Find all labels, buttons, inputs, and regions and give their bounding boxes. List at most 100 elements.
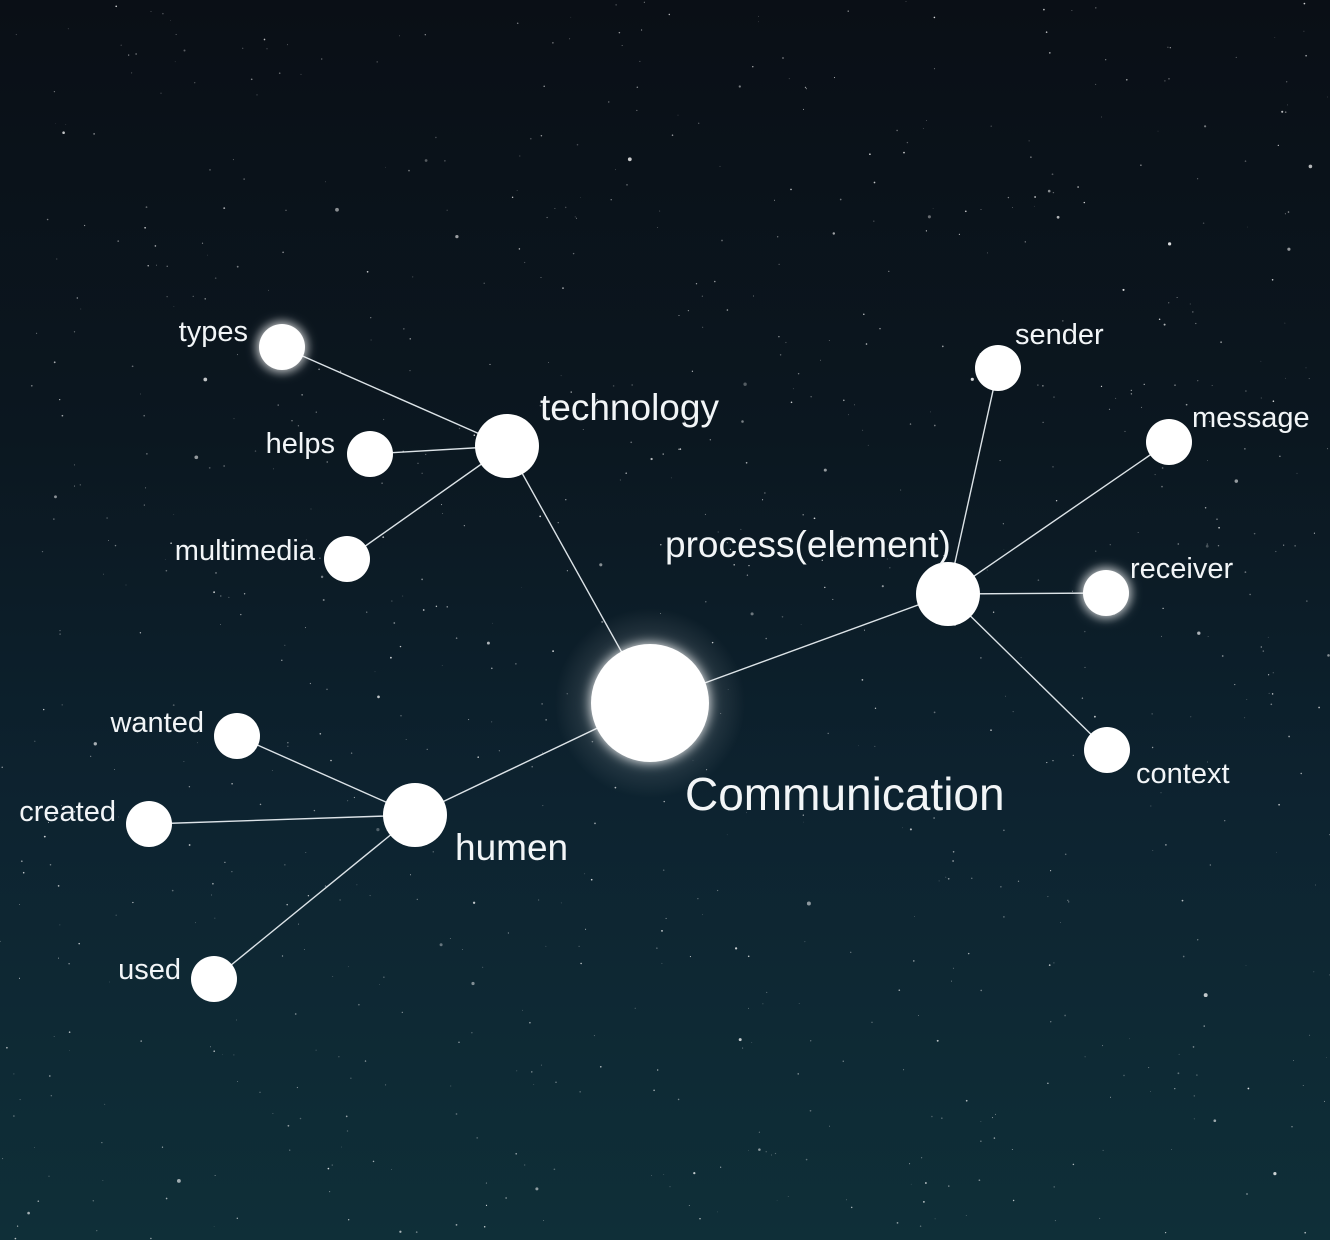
star — [781, 616, 784, 618]
node-receiver[interactable] — [1083, 570, 1129, 616]
star — [444, 160, 446, 162]
node-process[interactable] — [916, 562, 980, 626]
node-communication[interactable] — [591, 644, 709, 762]
star — [53, 361, 56, 364]
star — [932, 534, 934, 536]
node-wanted[interactable] — [214, 713, 260, 759]
edge-humen-wanted — [236, 735, 416, 816]
star — [777, 236, 779, 238]
star — [1213, 1119, 1217, 1123]
star — [751, 1042, 753, 1043]
node-context[interactable] — [1084, 727, 1130, 773]
star — [958, 233, 960, 235]
star — [578, 945, 580, 948]
star — [1211, 385, 1213, 386]
star — [115, 5, 118, 8]
star — [166, 296, 168, 298]
star — [425, 453, 427, 455]
star — [1204, 507, 1207, 509]
star — [165, 569, 168, 572]
star — [1012, 711, 1014, 713]
star — [905, 549, 908, 551]
star — [417, 462, 419, 464]
star — [697, 898, 699, 900]
star — [850, 951, 852, 953]
star — [364, 1060, 367, 1062]
star — [1168, 77, 1170, 80]
star — [709, 439, 711, 441]
star — [1296, 472, 1298, 474]
node-technology[interactable] — [475, 414, 539, 478]
star — [1253, 532, 1256, 535]
star — [1002, 523, 1004, 525]
star — [967, 952, 970, 955]
star — [393, 622, 396, 624]
star — [863, 629, 866, 631]
star — [1260, 360, 1262, 362]
star — [1284, 111, 1287, 113]
star — [1244, 717, 1246, 719]
star — [552, 650, 554, 652]
star — [285, 209, 287, 211]
node-message[interactable] — [1146, 419, 1192, 465]
star — [207, 254, 208, 256]
star — [1163, 323, 1166, 326]
node-helps[interactable] — [347, 431, 393, 477]
star — [48, 1175, 50, 1177]
node-humen[interactable] — [383, 783, 447, 847]
star — [1162, 607, 1164, 610]
star — [615, 4, 617, 6]
star — [1267, 636, 1269, 638]
star — [1003, 829, 1005, 832]
star — [931, 1115, 933, 1118]
edge-process-message — [947, 441, 1170, 595]
star — [1197, 380, 1199, 382]
star — [19, 1099, 21, 1101]
star — [310, 508, 312, 510]
node-sender[interactable] — [975, 345, 1021, 391]
star — [224, 861, 226, 864]
node-types[interactable] — [259, 324, 305, 370]
node-created[interactable] — [126, 801, 172, 847]
star — [580, 197, 581, 198]
star — [516, 22, 519, 24]
star — [212, 882, 214, 885]
node-multimedia[interactable] — [324, 536, 370, 582]
star — [757, 15, 759, 17]
star — [83, 224, 86, 227]
star — [41, 550, 44, 553]
star — [886, 558, 888, 560]
star — [1324, 1100, 1325, 1102]
star — [109, 981, 110, 983]
star — [156, 264, 157, 266]
label-humen: humen — [455, 827, 568, 868]
star — [1167, 46, 1169, 49]
star — [1007, 196, 1010, 199]
star — [1285, 377, 1286, 379]
star — [804, 941, 806, 943]
star — [643, 1, 645, 3]
star — [1294, 545, 1296, 547]
star — [630, 441, 633, 444]
star — [1150, 1091, 1151, 1093]
star — [54, 815, 56, 817]
star — [59, 633, 61, 635]
star — [223, 465, 225, 467]
star — [194, 455, 199, 460]
star — [321, 58, 323, 60]
star — [435, 605, 438, 608]
star — [370, 339, 372, 341]
star — [139, 632, 142, 634]
star — [933, 16, 936, 19]
star — [287, 745, 289, 747]
star — [903, 1069, 905, 1071]
star — [350, 752, 353, 754]
star — [1302, 1085, 1304, 1087]
star — [599, 563, 603, 567]
star — [608, 101, 610, 103]
star — [1293, 1060, 1295, 1061]
node-used[interactable] — [191, 956, 237, 1002]
star — [909, 423, 912, 425]
star — [771, 1154, 772, 1156]
star — [132, 901, 134, 904]
